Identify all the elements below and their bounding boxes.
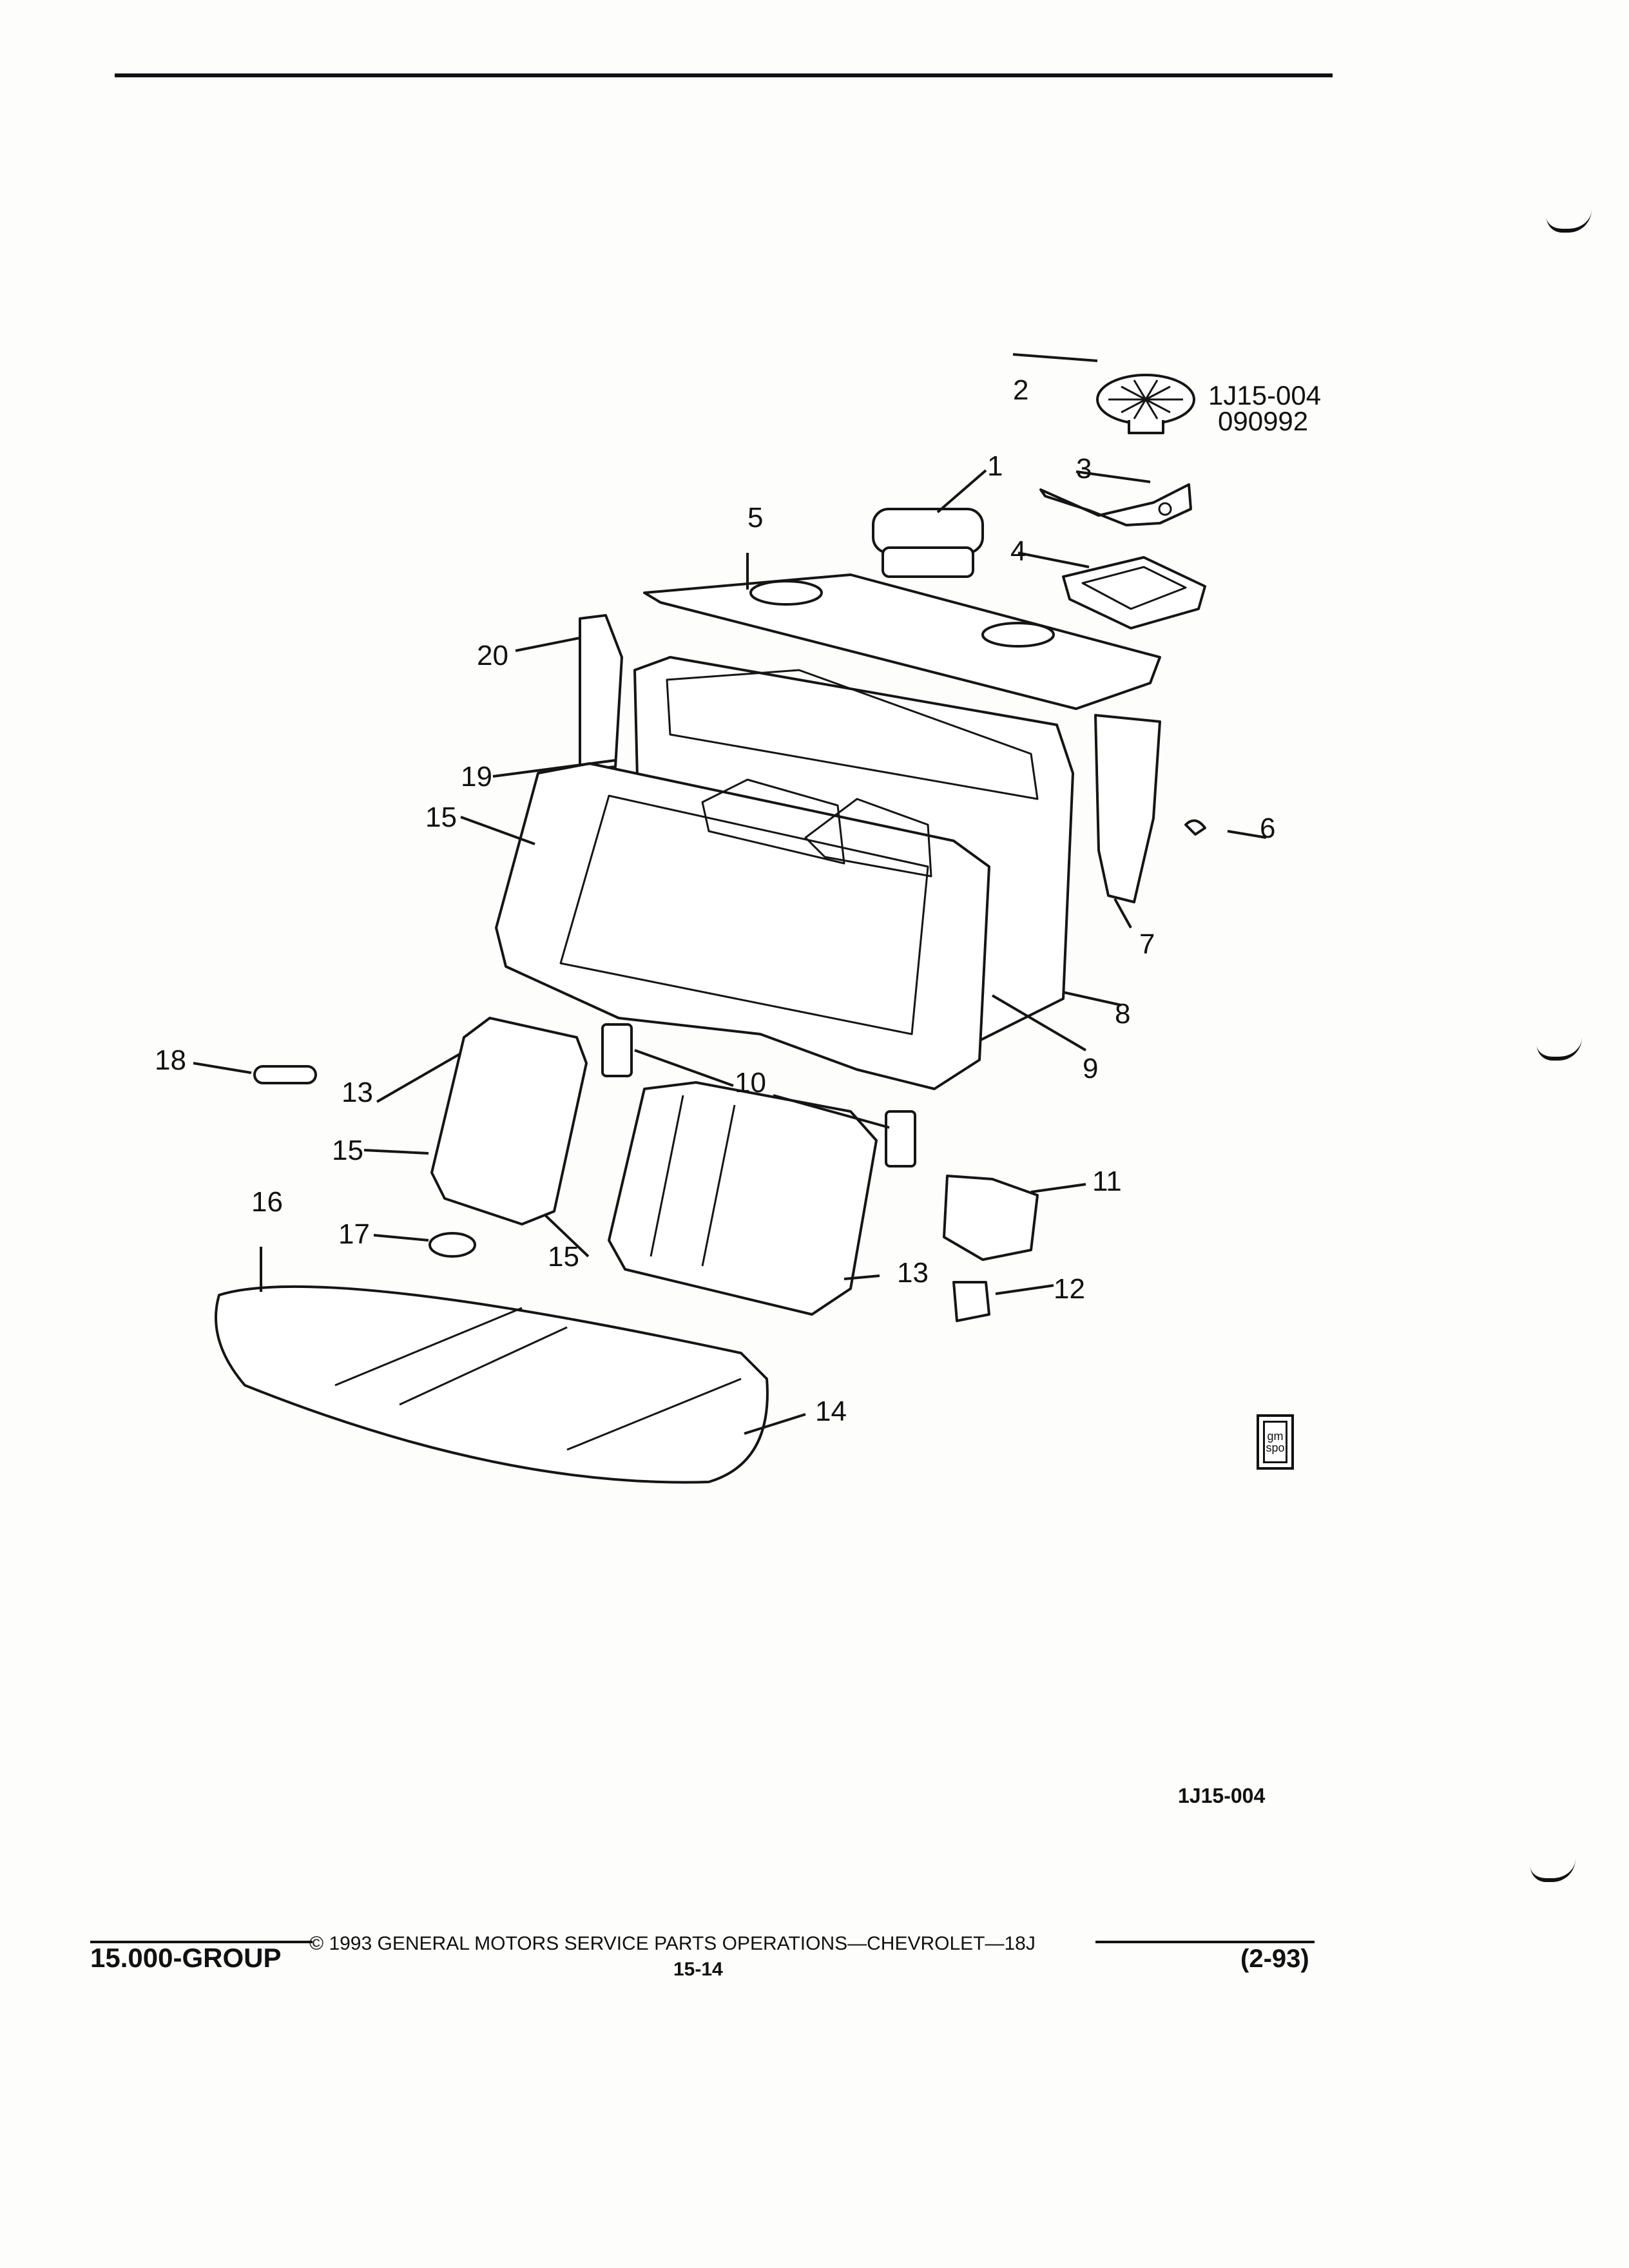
- part-seat-cushion-seams: [334, 1307, 742, 1451]
- revision-date: (2-93): [1240, 1945, 1309, 1973]
- callout-11: 11: [1092, 1166, 1122, 1197]
- part-left-trim-panel: [579, 614, 623, 771]
- part-seat-back-panel: [559, 794, 929, 1035]
- callout-3: 3: [1076, 453, 1092, 485]
- callout-10: 10: [735, 1067, 766, 1099]
- part-left-back-cushion: [430, 1017, 588, 1225]
- callout-16: 16: [251, 1186, 283, 1218]
- part-speaker-grille: [1096, 374, 1195, 434]
- part-right-trim-panel: [1094, 714, 1161, 903]
- callout-15-left-cushion: 15: [332, 1135, 363, 1166]
- part-clip-6: [1184, 819, 1206, 836]
- footer-rule-left: [90, 1941, 313, 1943]
- callout-13-right: 13: [897, 1257, 929, 1289]
- callout-8: 8: [1115, 998, 1130, 1030]
- callout-2: 2: [1013, 374, 1028, 406]
- callout-15-center-cushion: 15: [548, 1241, 579, 1273]
- part-hinge-bracket: [943, 1175, 1039, 1261]
- part-washer-17: [429, 1232, 476, 1258]
- callout-4: 4: [1010, 535, 1026, 567]
- binding-mark-bottom: [1530, 1859, 1576, 1882]
- part-cushion-seams: [650, 1095, 736, 1267]
- callout-18: 18: [155, 1044, 186, 1076]
- part-hinge-right: [885, 1110, 916, 1168]
- part-center-back-cushion: [608, 1081, 878, 1316]
- top-rule: [115, 73, 1333, 77]
- callout-17: 17: [338, 1218, 370, 1250]
- part-retainer-clip: [952, 1281, 990, 1322]
- callout-5: 5: [747, 502, 763, 533]
- callout-20: 20: [477, 640, 508, 671]
- callout-6: 6: [1260, 812, 1275, 844]
- part-speaker: [872, 508, 984, 578]
- part-bracket: [1039, 483, 1192, 526]
- callout-labels: 1 2 3 4 5 6 7 8 9 10 11 12 13 13 14 15 1…: [155, 374, 1275, 1427]
- part-package-shelf: [643, 573, 1161, 710]
- callout-7: 7: [1139, 928, 1155, 960]
- callout-12: 12: [1054, 1273, 1085, 1305]
- drawing-caption-id: 1J15-004: [1178, 1784, 1265, 1807]
- footer-rule-right: [1095, 1941, 1315, 1943]
- part-grommet-18: [253, 1065, 317, 1084]
- callout-19: 19: [461, 761, 492, 793]
- part-seat-cushion: [215, 1285, 769, 1484]
- callout-15-seat-back: 15: [425, 802, 457, 833]
- part-speaker-housing: [1062, 556, 1206, 629]
- part-seat-back-cover: [495, 762, 990, 1090]
- drawing-date-code: 090992: [1218, 406, 1308, 436]
- binding-mark-top: [1547, 209, 1592, 233]
- copyright-line: © 1993 GENERAL MOTORS SERVICE PARTS OPER…: [309, 1933, 1036, 1954]
- part-hinge-left: [601, 1023, 633, 1077]
- group-label: 15.000-GROUP: [90, 1943, 282, 1973]
- page-number: 15-14: [673, 1959, 723, 1980]
- callout-13-left: 13: [342, 1077, 373, 1108]
- drawing-id: 1J15-004: [1208, 380, 1321, 410]
- callout-9: 9: [1083, 1053, 1098, 1084]
- part-frame-crossmember: [666, 669, 1039, 800]
- callout-1: 1: [987, 450, 1003, 482]
- callout-14: 14: [815, 1396, 847, 1427]
- binding-mark-middle: [1537, 1037, 1582, 1061]
- part-headrest-left: [701, 778, 845, 865]
- callout-leaders: [193, 353, 1267, 1435]
- part-headrest-right: [804, 798, 932, 878]
- gm-spo-logo: gm spo: [1257, 1414, 1294, 1470]
